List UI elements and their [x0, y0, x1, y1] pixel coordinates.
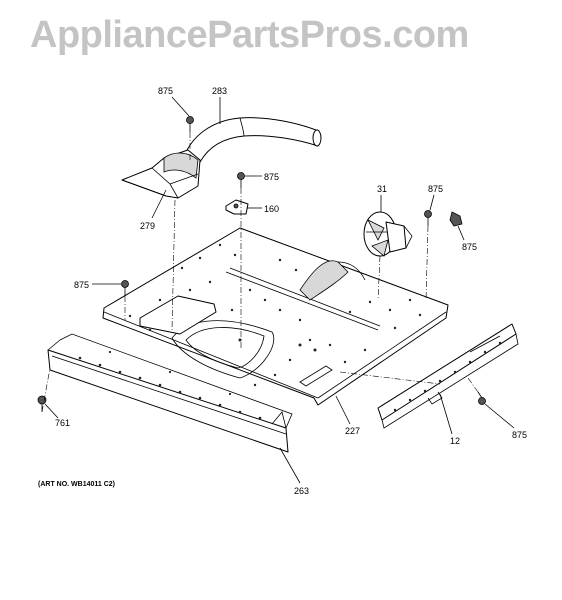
clip-right	[449, 211, 463, 227]
fan-assembly	[363, 211, 413, 257]
art-number: (ART NO. WB14011 C2)	[38, 481, 115, 488]
callout-screw-left: 875	[74, 280, 89, 290]
callout-screw-center: 875	[264, 172, 279, 182]
alignment-lines	[41, 132, 479, 413]
screw-left	[121, 280, 129, 296]
screws	[37, 116, 486, 412]
screw-bottom-right	[477, 391, 486, 405]
callout-duct: 283	[212, 86, 227, 96]
callout-screw-bottom-left: 761	[55, 418, 70, 428]
base-panel	[102, 227, 449, 406]
callout-rail: 12	[450, 436, 460, 446]
screw-bottom-left	[37, 395, 47, 412]
callout-base-panel: 227	[345, 426, 360, 436]
callout-screw-top-left: 875	[158, 86, 173, 96]
screw-right-top	[424, 210, 432, 226]
callout-fan: 31	[377, 184, 387, 194]
callout-duct-housing: 279	[140, 221, 155, 231]
callout-screw-bottom-right: 875	[512, 430, 527, 440]
duct-tube	[185, 117, 322, 163]
callout-front-trim: 263	[294, 486, 309, 496]
bracket	[225, 199, 249, 215]
screw-center	[237, 172, 245, 188]
watermark-logo: AppliancePartsPros.com	[30, 14, 469, 56]
front-trim	[47, 333, 293, 453]
duct-housing	[121, 149, 201, 199]
screw-top-left	[186, 116, 194, 132]
callout-screw-right-top: 875	[428, 184, 443, 194]
callout-bracket: 160	[264, 204, 279, 214]
callout-clip-right: 875	[462, 242, 477, 252]
side-rail	[377, 323, 519, 429]
callout-labels: 875 283 279 875 160 31 875 875 875 761 2…	[38, 86, 527, 496]
leader-lines	[44, 96, 515, 484]
